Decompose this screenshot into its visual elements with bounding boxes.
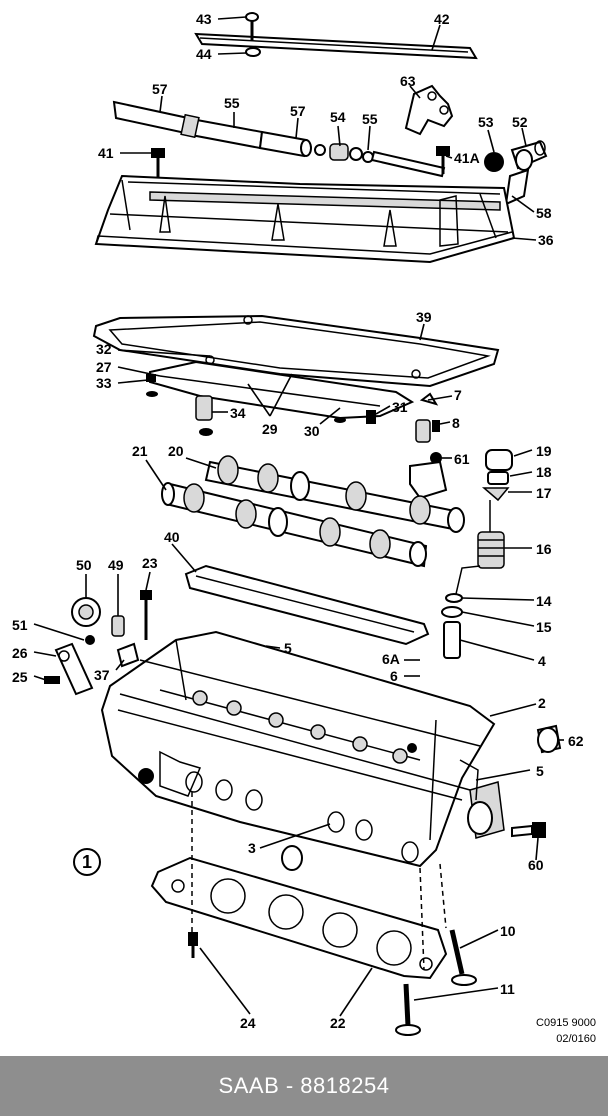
label-4: 4 bbox=[538, 653, 546, 669]
label-50: 50 bbox=[76, 557, 92, 573]
label-26: 26 bbox=[12, 645, 28, 661]
valve-cover bbox=[94, 174, 516, 264]
label-40: 40 bbox=[164, 529, 180, 545]
bolt-41 bbox=[151, 148, 165, 178]
valve-11 bbox=[395, 983, 421, 1036]
label-14: 14 bbox=[536, 593, 552, 609]
label-60: 60 bbox=[528, 857, 544, 873]
leader-lines bbox=[33, 16, 564, 1017]
screw-43 bbox=[245, 12, 259, 40]
fasteners-7-8-61 bbox=[409, 392, 448, 500]
label-8: 8 bbox=[452, 415, 460, 431]
label-49: 49 bbox=[108, 557, 124, 573]
label-32: 32 bbox=[96, 341, 112, 357]
label-55-a: 55 bbox=[224, 95, 240, 111]
label-22: 22 bbox=[330, 1015, 346, 1031]
label-53: 53 bbox=[478, 114, 494, 130]
label-36: 36 bbox=[538, 232, 554, 248]
label-19: 19 bbox=[536, 443, 552, 459]
dashed-alignment-lines bbox=[191, 792, 447, 971]
label-29: 29 bbox=[262, 421, 278, 437]
label-31: 31 bbox=[392, 399, 408, 415]
label-10: 10 bbox=[500, 923, 516, 939]
label-23: 23 bbox=[142, 555, 158, 571]
label-63: 63 bbox=[400, 73, 416, 89]
valve-cover-top-gasket bbox=[194, 32, 478, 60]
hose-connector-54 bbox=[314, 143, 446, 178]
cylinder-head bbox=[100, 630, 505, 868]
label-61: 61 bbox=[454, 451, 470, 467]
label-34: 34 bbox=[230, 405, 246, 421]
camshaft-21 bbox=[161, 482, 428, 568]
part-number-caption: SAAB - 8818254 bbox=[218, 1073, 390, 1098]
label-3: 3 bbox=[248, 840, 256, 856]
label-7: 7 bbox=[454, 387, 462, 403]
bolts-33-34 bbox=[146, 374, 376, 436]
footer-bar: SAAB - 8818254 bbox=[0, 1056, 608, 1116]
label-6: 6 bbox=[390, 668, 398, 684]
label-37: 37 bbox=[94, 667, 110, 683]
valve-10 bbox=[449, 929, 477, 986]
label-11: 11 bbox=[500, 981, 515, 997]
bolt-41a bbox=[436, 146, 450, 174]
camshaft-20 bbox=[204, 455, 465, 533]
valve-cover-gasket bbox=[92, 314, 500, 388]
label-30: 30 bbox=[304, 423, 320, 439]
label-57-a: 57 bbox=[152, 81, 168, 97]
label-62: 62 bbox=[568, 733, 584, 749]
baffle-plate bbox=[146, 360, 415, 423]
valve-lifter-stack bbox=[441, 449, 513, 659]
label-21: 21 bbox=[132, 443, 148, 459]
figure-number: 1 bbox=[82, 852, 92, 872]
label-5-a: 5 bbox=[284, 640, 292, 656]
label-42: 42 bbox=[434, 11, 450, 27]
label-27: 27 bbox=[96, 359, 112, 375]
label-5-b: 5 bbox=[536, 763, 544, 779]
label-16: 16 bbox=[536, 541, 552, 557]
label-51: 51 bbox=[12, 617, 28, 633]
label-15: 15 bbox=[536, 619, 552, 635]
reference-code-line-2: 02/0160 bbox=[556, 1033, 596, 1045]
label-41: 41 bbox=[98, 145, 114, 161]
label-25: 25 bbox=[12, 669, 28, 685]
breather-fitting-52 bbox=[484, 140, 548, 206]
label-55-b: 55 bbox=[362, 111, 378, 127]
figure-number-badge: 1 bbox=[73, 848, 101, 876]
label-57-b: 57 bbox=[290, 103, 306, 119]
label-20: 20 bbox=[168, 443, 184, 459]
label-17: 17 bbox=[536, 485, 552, 501]
label-18: 18 bbox=[536, 464, 552, 480]
breather-hose bbox=[112, 100, 312, 158]
gasket-40 bbox=[184, 564, 430, 646]
washer-44 bbox=[245, 47, 261, 57]
bracket-63 bbox=[404, 84, 454, 136]
label-24: 24 bbox=[240, 1015, 256, 1031]
label-2: 2 bbox=[538, 695, 546, 711]
label-39: 39 bbox=[416, 309, 432, 325]
part-labels: 43 42 44 63 57 55 57 54 55 53 52 41 41A … bbox=[12, 11, 584, 1031]
bolt-60 bbox=[511, 822, 546, 838]
label-58: 58 bbox=[536, 205, 552, 221]
label-54: 54 bbox=[330, 109, 346, 125]
head-gasket bbox=[150, 856, 448, 980]
plug-3 bbox=[281, 845, 303, 871]
bolt-24 bbox=[188, 932, 198, 958]
label-33: 33 bbox=[96, 375, 112, 391]
reference-code-line-1: C0915 9000 bbox=[536, 1017, 596, 1029]
label-44: 44 bbox=[196, 46, 212, 62]
label-43: 43 bbox=[196, 11, 212, 27]
label-41a: 41A bbox=[454, 150, 480, 166]
label-52: 52 bbox=[512, 114, 528, 130]
label-6a: 6A bbox=[382, 651, 400, 667]
